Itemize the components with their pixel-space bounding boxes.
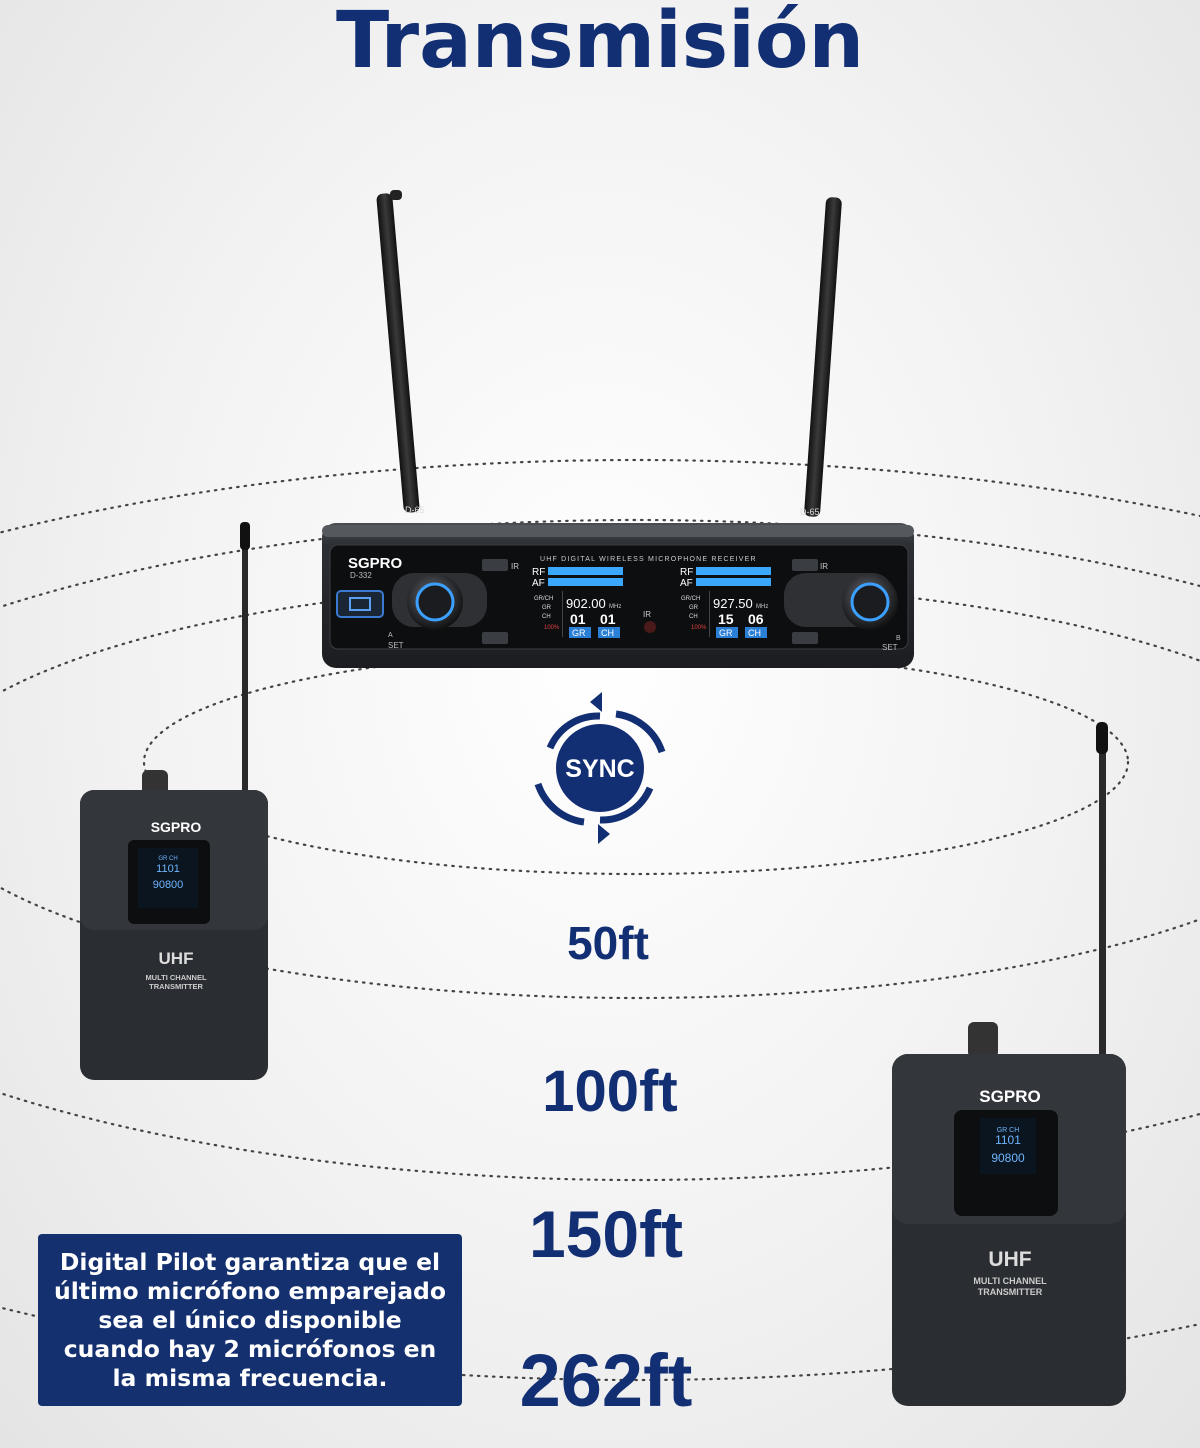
svg-text:RF: RF xyxy=(680,567,693,578)
tx-left-band: UHF xyxy=(159,949,194,968)
group-b: 15 xyxy=(718,611,734,627)
svg-text:GR: GR xyxy=(689,605,699,611)
side-label-a: A xyxy=(388,632,393,639)
group-a: 01 xyxy=(570,611,586,627)
knob-a[interactable] xyxy=(392,573,487,630)
freq-a: 902.00 xyxy=(566,596,606,611)
sync-label: SYNC xyxy=(565,755,634,783)
svg-text:CH: CH xyxy=(689,614,698,620)
receiver-unit: D-65 D-65 SGPRO D-332 UHF DIGITAL WIRELE… xyxy=(322,190,914,668)
ir-center-label: IR xyxy=(643,610,651,619)
tx-right-band: UHF xyxy=(988,1248,1031,1271)
receiver-brand: SGPRO xyxy=(348,555,403,572)
display-b: RF AF GR/CH GR CH 100% 927.50 MHz 15 06 … xyxy=(680,567,771,638)
ir-label-b: IR xyxy=(820,562,828,571)
svg-text:GR/CH: GR/CH xyxy=(534,596,553,602)
svg-text:100%: 100% xyxy=(691,625,707,631)
ir-button-a[interactable] xyxy=(482,559,508,571)
page-title: Transmisión xyxy=(336,0,864,86)
svg-text:GR: GR xyxy=(572,628,586,638)
svg-text:MHz: MHz xyxy=(609,604,621,610)
distance-100ft: 100ft xyxy=(542,1059,678,1124)
antenna-label-right: D-65 xyxy=(800,507,820,517)
channel-num-b: 06 xyxy=(748,611,764,627)
sync-arrow-top-icon xyxy=(590,692,602,712)
svg-text:MHz: MHz xyxy=(756,604,768,610)
ir-sensor xyxy=(644,621,656,633)
svg-text:CH: CH xyxy=(748,628,761,638)
tx-right-line2: TRANSMITTER xyxy=(978,1287,1043,1297)
distance-262ft: 262ft xyxy=(519,1339,693,1422)
power-button[interactable] xyxy=(336,590,384,618)
sync-badge: SYNC xyxy=(534,692,666,844)
antenna-label-left: D-65 xyxy=(405,505,425,515)
distance-50ft: 50ft xyxy=(567,917,649,969)
svg-text:100%: 100% xyxy=(544,625,560,631)
side-label-b: B xyxy=(896,635,901,642)
receiver-header: UHF DIGITAL WIRELESS MICROPHONE RECEIVER xyxy=(540,556,757,563)
svg-text:AF: AF xyxy=(680,578,693,589)
knob-b[interactable] xyxy=(784,573,898,630)
channel-num-a: 01 xyxy=(600,611,616,627)
antenna-right xyxy=(804,197,842,517)
sync-arrow-bottom-icon xyxy=(598,824,610,844)
tx-left-line1: MULTI CHANNEL xyxy=(145,973,207,982)
set-label-a: SET xyxy=(388,641,404,650)
tx-right-line1: MULTI CHANNEL xyxy=(973,1276,1047,1286)
ir-label-a: IR xyxy=(511,562,519,571)
tx-left-lcd-line2: 90800 xyxy=(153,879,184,891)
svg-text:CH: CH xyxy=(542,614,551,620)
range-ring-150ft xyxy=(0,518,1200,1182)
svg-text:CH: CH xyxy=(601,628,614,638)
lock-button-a[interactable] xyxy=(482,632,508,644)
tx-right-lcd-line1: 1101 xyxy=(995,1133,1021,1147)
svg-text:GR: GR xyxy=(542,605,552,611)
tx-left-line2: TRANSMITTER xyxy=(149,982,203,991)
display-a: RF AF GR/CH GR CH 100% 902.00 MHz 01 01 … xyxy=(532,567,623,638)
svg-text:RF: RF xyxy=(532,567,545,578)
antenna-left xyxy=(376,190,420,513)
set-label-b: SET xyxy=(882,643,898,652)
tx-right-brand: SGPRO xyxy=(979,1087,1040,1106)
tx-left-brand: SGPRO xyxy=(151,819,202,835)
tx-left-lcd-header: GR CH xyxy=(158,856,177,862)
transmitter-left: SGPRO GR CH 1101 90800 UHF MULTI CHANNEL… xyxy=(80,522,268,1080)
transmitter-right: SGPRO GR CH 1101 90800 UHF MULTI CHANNEL… xyxy=(892,722,1126,1406)
lock-button-b[interactable] xyxy=(792,632,818,644)
tx-right-lcd-header: GR CH xyxy=(997,1127,1020,1134)
svg-text:AF: AF xyxy=(532,578,545,589)
distance-150ft: 150ft xyxy=(528,1197,684,1271)
svg-text:GR: GR xyxy=(719,628,733,638)
digital-pilot-note: Digital Pilot garantiza que el último mi… xyxy=(38,1234,462,1406)
ir-button-b[interactable] xyxy=(792,559,818,571)
freq-b: 927.50 xyxy=(713,596,753,611)
svg-text:GR/CH: GR/CH xyxy=(681,596,700,602)
tx-right-lcd-line2: 90800 xyxy=(991,1151,1025,1165)
range-ring-262ft xyxy=(0,459,1200,1381)
tx-left-lcd-line1: 1101 xyxy=(156,863,180,875)
receiver-model: D-332 xyxy=(350,571,372,580)
